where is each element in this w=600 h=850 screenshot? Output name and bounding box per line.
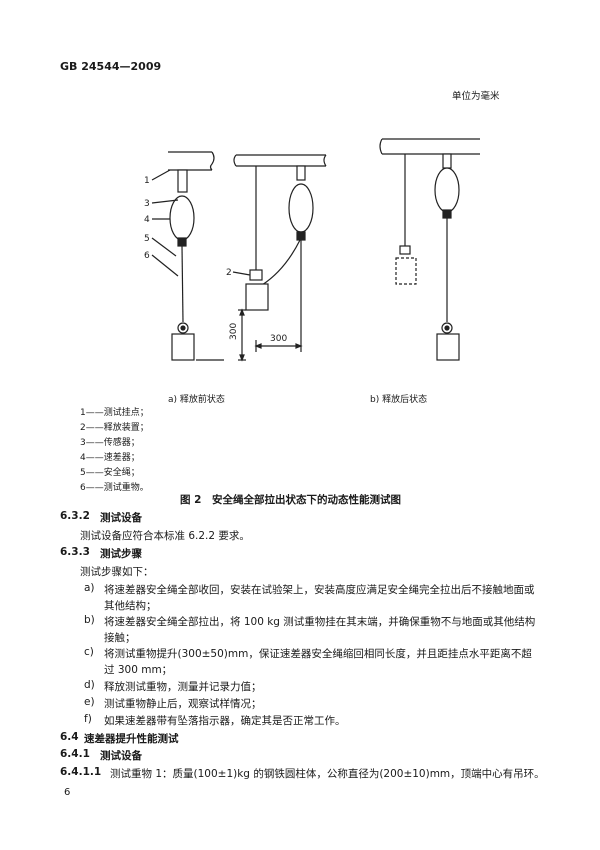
dimension-horizontal: 300 [270, 334, 287, 344]
sensor-a-left [177, 169, 188, 193]
fall-arrester-a-left [169, 195, 195, 241]
part-number-1: 1 [144, 176, 150, 186]
unit-note: 单位为毫米 [452, 91, 500, 102]
anchor-beam-a-left [168, 151, 215, 171]
anchor-beam-b [379, 138, 480, 155]
section-number: 6.3.3 [60, 546, 90, 558]
legend-item: 2——释放装置； [80, 423, 149, 433]
section-title: 测试设备 [100, 750, 142, 762]
released-mass-position [395, 257, 417, 285]
paragraph: 测试重物 1：质量(100±1)kg 的钢铁圆柱体，公称直径为(200±10)m… [110, 768, 545, 780]
part-number-2: 2 [226, 268, 232, 278]
caption-b: b) 释放后状态 [370, 395, 428, 405]
figure-title: 图 2 安全绳全部拉出状态下的动态性能测试图 [180, 494, 401, 506]
test-mass-a-left [171, 333, 195, 361]
dimension-vertical: 300 [229, 323, 239, 340]
part-number-3: 3 [144, 199, 150, 209]
caption-a: a) 释放前状态 [168, 395, 225, 405]
fall-arrester-a-right [288, 183, 314, 233]
test-mass-a-right [245, 283, 269, 311]
legend-item: 6——测试重物。 [80, 483, 149, 493]
section-number: 6.4.1 [60, 748, 90, 760]
section-title: 速差器提升性能测试 [84, 733, 179, 745]
step-label: e) [84, 696, 95, 708]
step-label: a) [84, 582, 95, 594]
paragraph: 测试设备应符合本标准 6.2.2 要求。 [80, 530, 250, 542]
lifeline-a-left [181, 245, 184, 323]
step-text: 接触； [104, 632, 136, 644]
standard-number: GB 24544—2009 [60, 60, 162, 73]
legend-item: 3——传感器； [80, 438, 140, 448]
step-text: 将测试重物提升(300±50)mm，保证速差器安全绳缩回相同长度，并且距挂点水平… [104, 648, 532, 660]
legend-item: 4——速差器； [80, 453, 140, 463]
step-label: c) [84, 646, 94, 658]
fall-arrester-b [434, 167, 460, 213]
step-label: d) [84, 679, 95, 691]
release-device [249, 269, 263, 281]
test-mass-b [436, 333, 460, 361]
part-number-4: 4 [144, 215, 150, 225]
section-number: 6.3.2 [60, 510, 90, 522]
step-text: 如果速差器带有坠落指示器，确定其是否正常工作。 [104, 715, 346, 727]
step-text: 测试重物静止后，观察试样情况； [104, 698, 262, 710]
lifeline-a-right [261, 239, 301, 286]
legend-item: 5——安全绳； [80, 468, 140, 478]
anchor-beam-a-right [233, 154, 327, 167]
legend-item: 1——测试挂点； [80, 408, 149, 418]
section-number: 6.4 [60, 731, 79, 743]
page-number: 6 [64, 787, 71, 798]
section-title: 测试设备 [100, 512, 142, 524]
part-number-6: 6 [144, 251, 150, 261]
step-text: 其他结构； [104, 600, 157, 612]
test-setup-diagram: 1 3 4 5 6 2 300 300 [144, 138, 480, 362]
step-label: b) [84, 614, 95, 626]
section-title: 测试步骤 [100, 548, 142, 560]
step-text: 释放测试重物，测量并记录力值； [104, 681, 262, 693]
part-number-5: 5 [144, 234, 150, 244]
paragraph: 测试步骤如下： [80, 566, 154, 578]
section-number: 6.4.1.1 [60, 766, 102, 778]
step-text: 将速差器安全绳全部收回，安装在试验架上，安装高度应满足安全绳完全拉出后不接触地面… [104, 584, 535, 596]
step-label: f) [84, 713, 92, 725]
step-text: 将速差器安全绳全部拉出，将 100 kg 测试重物挂在其末端，并确保重物不与地面… [104, 616, 536, 628]
step-text: 过 300 mm； [104, 664, 173, 676]
